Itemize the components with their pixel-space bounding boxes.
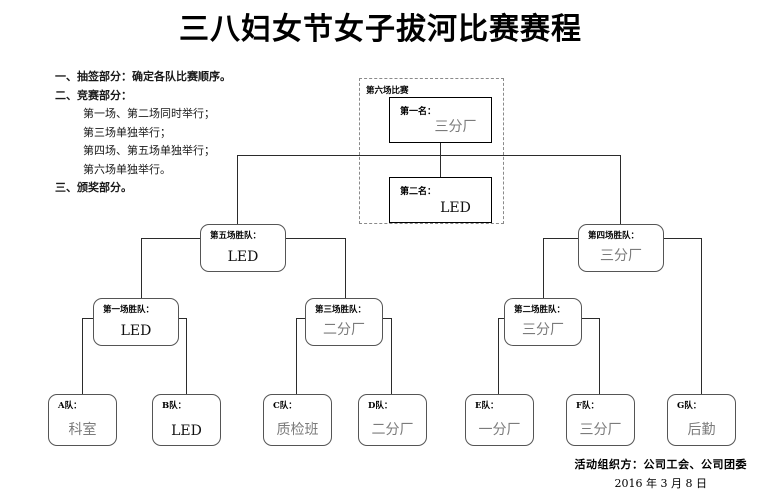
team-g-riser (701, 238, 702, 395)
quarterfinal-1-label: 第一场胜队： (103, 305, 155, 315)
semifinal-4-riser (620, 155, 621, 224)
page-title: 三八妇女节女子拔河比赛赛程 (179, 12, 582, 47)
first-place-label: 第一名： (400, 107, 437, 117)
team-a-value: 科室 (68, 422, 97, 438)
team-d-riser (391, 318, 392, 395)
semifinal-4-branch-bar-left (543, 238, 579, 239)
qf3-branch-bar-left (296, 318, 306, 319)
team-b-label: B队： (162, 401, 187, 411)
quarterfinal-2-label: 第二场胜队： (514, 305, 566, 315)
note-line: 第一场、第二场同时举行； (83, 107, 215, 120)
team-e-riser (498, 318, 499, 395)
footer-organizer: 活动组织方：公司工会、公司团委 (574, 458, 747, 471)
second-place-box[interactable]: 第二名： LED (389, 177, 492, 223)
semifinal-4-label: 第四场胜队： (588, 231, 640, 241)
team-c-riser (296, 318, 297, 395)
quarterfinal-2-riser (543, 238, 544, 298)
first-place-box[interactable]: 第一名： 三分厂 (389, 97, 492, 143)
team-box-g[interactable]: G队： 后勤 (667, 394, 736, 446)
semifinal-5-label: 第五场胜队： (210, 231, 262, 241)
quarterfinal-box-1[interactable]: 第一场胜队： LED (93, 298, 179, 346)
note-line: 二、竞赛部分： (55, 88, 132, 102)
team-d-value: 二分厂 (371, 422, 414, 438)
quarterfinal-2-value: 三分厂 (522, 322, 564, 338)
qf1-branch-bar-left (82, 318, 94, 319)
team-b-riser (186, 318, 187, 395)
note-line: 一、抽签部分：确定各队比赛顺序。 (55, 70, 231, 83)
quarterfinal-box-2[interactable]: 第二场胜队： 三分厂 (504, 298, 582, 346)
team-box-d[interactable]: D队： 二分厂 (358, 394, 427, 446)
team-f-label: F队： (576, 401, 600, 411)
team-e-value: 一分厂 (478, 422, 521, 438)
quarterfinal-1-value: LED (120, 323, 152, 339)
second-place-label: 第二名： (400, 187, 437, 197)
team-f-riser (599, 318, 600, 395)
quarterfinal-1-riser (141, 238, 142, 298)
footer: 活动组织方：公司工会、公司团委 2016 年 3 月 8 日 (575, 456, 748, 491)
final-match-group-title: 第六场比赛 (366, 86, 409, 96)
note-line: 第四场、第五场单独举行； (83, 144, 215, 157)
team-e-label: E队： (475, 401, 499, 411)
team-a-label: A队： (58, 401, 82, 411)
footer-date: 2016 年 3 月 8 日 (614, 477, 707, 490)
team-box-f[interactable]: F队： 三分厂 (566, 394, 635, 446)
team-c-value: 质检班 (276, 422, 319, 438)
first-place-value: 三分厂 (434, 119, 477, 135)
quarterfinal-3-value: 二分厂 (323, 322, 365, 338)
team-g-label: G队： (677, 401, 702, 411)
team-f-value: 三分厂 (579, 422, 622, 438)
final-match-group (359, 78, 504, 224)
final-connector (440, 143, 441, 177)
semifinal-join-bar (237, 155, 621, 156)
quarterfinal-3-label: 第三场胜队： (315, 305, 367, 315)
quarterfinal-3-riser (345, 238, 346, 298)
qf1-branch-bar-right (178, 318, 187, 319)
semifinal-5-value: LED (227, 249, 259, 265)
quarterfinal-box-3[interactable]: 第三场胜队： 二分厂 (305, 298, 383, 346)
team-c-label: C队： (273, 401, 297, 411)
team-a-riser (82, 318, 83, 395)
note-line: 第三场单独举行； (83, 125, 171, 139)
team-box-c[interactable]: C队： 质检班 (263, 394, 332, 446)
team-box-e[interactable]: E队： 一分厂 (465, 394, 534, 446)
team-d-label: D队： (368, 401, 393, 411)
team-b-value: LED (171, 423, 202, 439)
semifinal-box-4[interactable]: 第四场胜队： 三分厂 (578, 224, 664, 272)
note-line: 第六场单独举行。 (83, 162, 171, 176)
semifinal-4-value: 三分厂 (600, 248, 642, 264)
qf2-branch-bar-left (498, 318, 505, 319)
semifinal-5-branch-bar-right (285, 238, 346, 239)
note-line: 三、颁奖部分。 (55, 181, 132, 194)
team-box-b[interactable]: B队： LED (152, 394, 221, 446)
semifinal-box-5[interactable]: 第五场胜队： LED (200, 224, 286, 272)
second-place-value: LED (440, 200, 471, 216)
qf3-branch-bar-right (382, 318, 392, 319)
semifinal-5-riser (237, 155, 238, 224)
team-g-value: 后勤 (687, 422, 716, 438)
team-box-a[interactable]: A队： 科室 (48, 394, 117, 446)
semifinal-5-branch-bar-left (141, 238, 201, 239)
qf2-branch-bar-right (581, 318, 600, 319)
semifinal-4-branch-bar-right (663, 238, 702, 239)
notes-block: 一、抽签部分：确定各队比赛顺序。 二、竞赛部分： 第一场、第二场同时举行； 第三… (55, 68, 345, 198)
